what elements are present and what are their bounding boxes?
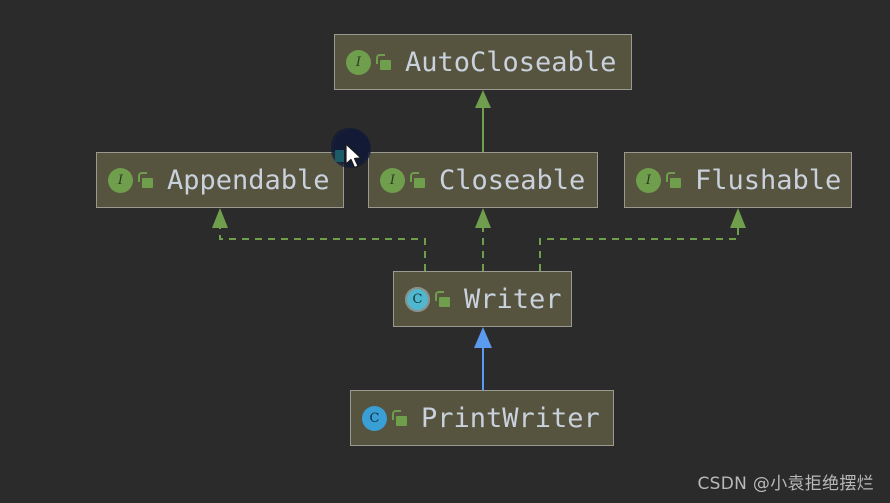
class-icon: C <box>405 286 430 312</box>
unlocked-padlock-icon <box>376 54 391 70</box>
interface-icon: I <box>108 167 133 193</box>
class-node-closeable[interactable]: I Closeable <box>368 152 598 208</box>
class-node-flushable[interactable]: I Flushable <box>624 152 852 208</box>
edge-writer-to-flushable <box>539 208 746 271</box>
node-icon-group: I <box>380 167 425 193</box>
node-label: Writer <box>464 283 562 315</box>
unlocked-padlock-icon <box>392 410 407 426</box>
unlocked-padlock-icon <box>410 172 425 188</box>
interface-icon: I <box>346 49 371 75</box>
class-node-appendable[interactable]: I Appendable <box>96 152 344 208</box>
node-label: PrintWriter <box>421 402 600 434</box>
unlocked-padlock-icon <box>435 291 450 307</box>
node-label: AutoCloseable <box>405 46 617 78</box>
edge-writer-to-appendable <box>212 208 426 271</box>
edge-closeable-to-autocloseable <box>475 90 491 152</box>
class-icon: C <box>362 405 387 431</box>
edge-printwriter-to-writer <box>474 327 492 390</box>
node-label: Appendable <box>167 164 330 196</box>
class-node-autocloseable[interactable]: I AutoCloseable <box>334 34 632 90</box>
class-node-writer[interactable]: C Writer <box>393 271 572 327</box>
class-node-printwriter[interactable]: C PrintWriter <box>350 390 614 446</box>
hover-highlight-chip <box>335 150 344 162</box>
node-icon-group: I <box>108 167 153 193</box>
node-icon-group: C <box>362 405 407 431</box>
edge-writer-to-closeable <box>475 208 491 271</box>
watermark-text: CSDN @小袁拒绝摆烂 <box>697 474 874 494</box>
mouse-pointer-icon <box>345 143 362 169</box>
node-icon-group: I <box>346 49 391 75</box>
unlocked-padlock-icon <box>666 172 681 188</box>
node-icon-group: I <box>636 167 681 193</box>
node-icon-group: C <box>405 286 450 312</box>
interface-icon: I <box>636 167 661 193</box>
interface-icon: I <box>380 167 405 193</box>
unlocked-padlock-icon <box>138 172 153 188</box>
node-label: Flushable <box>695 164 842 196</box>
node-label: Closeable <box>439 164 586 196</box>
